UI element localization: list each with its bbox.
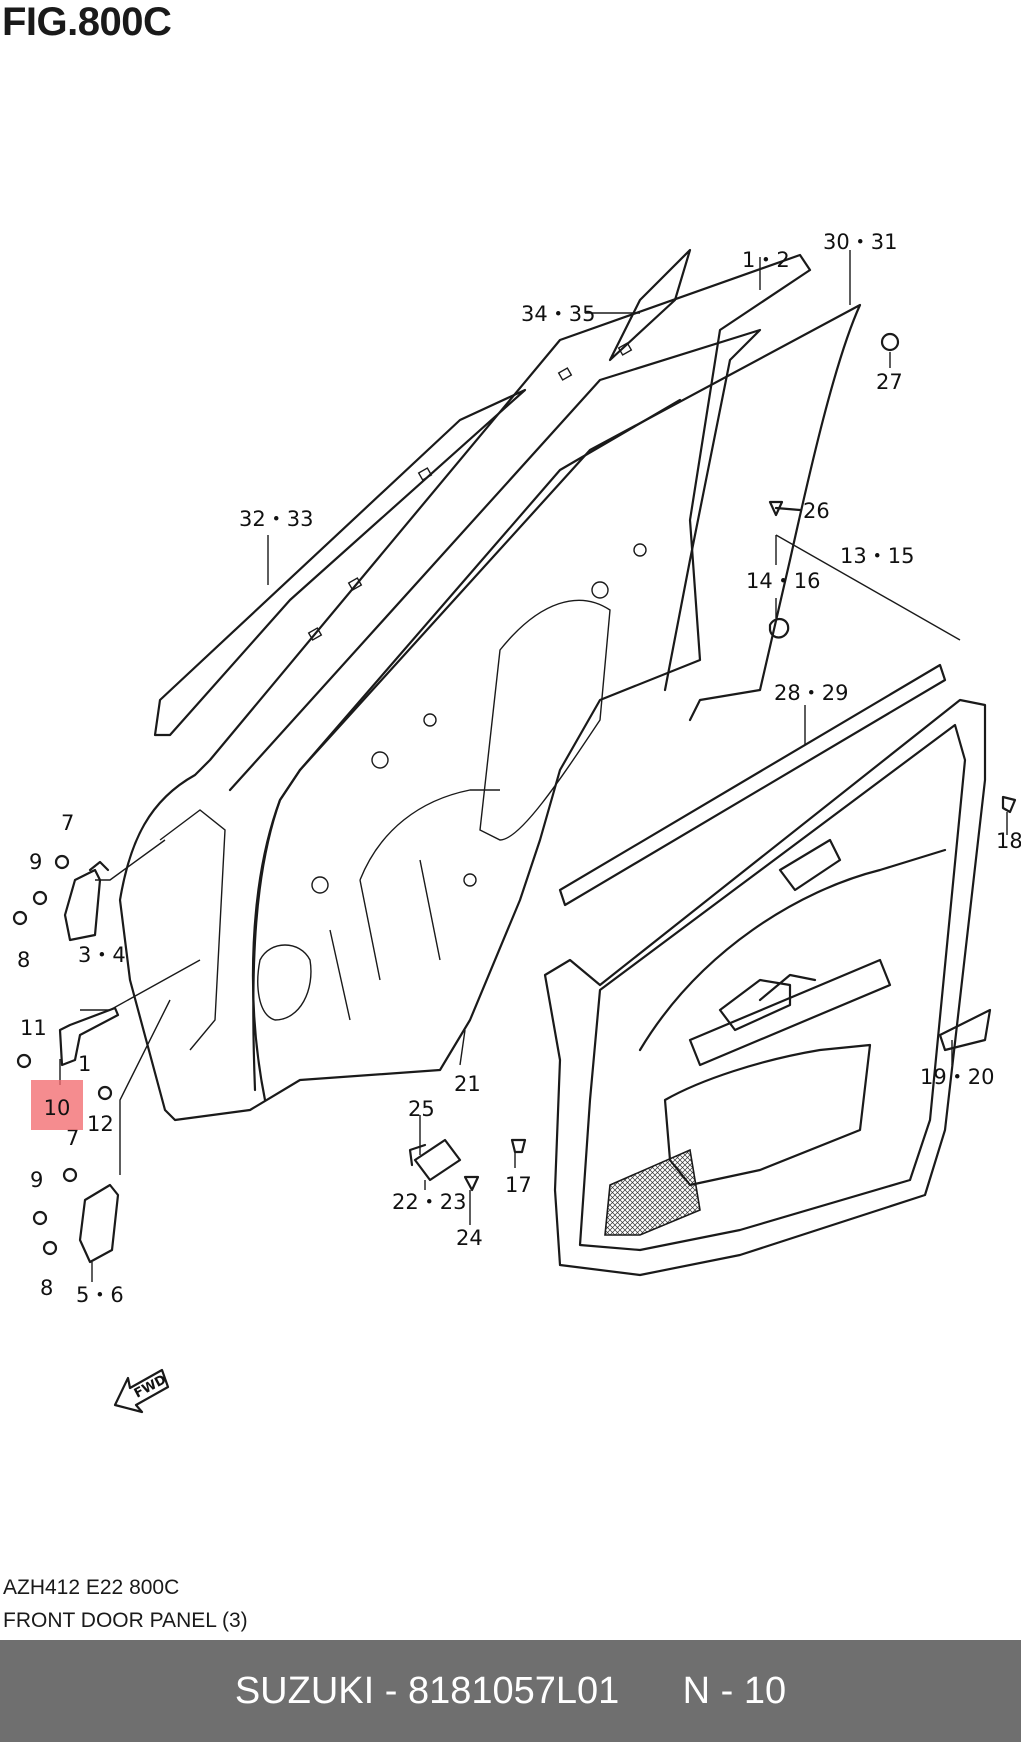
callout-1-2: 1・2 bbox=[742, 248, 790, 272]
callout-17: 17 bbox=[505, 1173, 532, 1197]
callout-13-15: 13・15 bbox=[840, 544, 914, 568]
highlighted-part-label[interactable]: 10 bbox=[43, 1096, 71, 1120]
door-trim-panel bbox=[543, 698, 987, 1277]
highlighted-part-marker[interactable] bbox=[31, 1080, 83, 1130]
door-weatherstrip bbox=[251, 303, 862, 1102]
fastener-27 bbox=[880, 332, 900, 352]
callout-14-16: 14・16 bbox=[746, 569, 820, 593]
callout-19-20: 19・20 bbox=[920, 1065, 994, 1089]
callout-1: 1 bbox=[78, 1052, 91, 1076]
footer-brand: SUZUKI bbox=[234, 1670, 375, 1712]
callout-7-bottom: 7 bbox=[66, 1126, 79, 1150]
callout-12: 12 bbox=[87, 1112, 114, 1136]
fastener-14-16 bbox=[768, 617, 790, 639]
diagram-name: FRONT DOOR PANEL (3) bbox=[3, 1609, 248, 1632]
fastener-24 bbox=[463, 1175, 480, 1192]
latch-clip-22-23 bbox=[408, 1138, 462, 1182]
door-inner-panel bbox=[118, 253, 812, 1122]
callout-32-33: 32・33 bbox=[239, 507, 313, 531]
callout-9-bottom: 9 bbox=[30, 1168, 43, 1192]
callout-labels: 1・2 30・31 34・35 27 26 32・33 13・15 14・16 … bbox=[17, 230, 1021, 1307]
callout-24: 24 bbox=[456, 1226, 483, 1250]
lower-hinge-5-6 bbox=[78, 1183, 120, 1264]
leader-lines bbox=[59, 250, 1008, 1282]
outer-door-sash bbox=[153, 388, 527, 737]
window-molding-strip bbox=[608, 248, 692, 362]
fastener-26 bbox=[768, 500, 802, 517]
diagram-code: AZH412 E22 800C bbox=[3, 1576, 180, 1599]
trim-clip-bracket bbox=[938, 1008, 992, 1052]
callout-9-top: 9 bbox=[29, 850, 42, 874]
belt-molding bbox=[558, 663, 947, 907]
callout-8-top: 8 bbox=[17, 948, 30, 972]
figure-title: FIG.800C bbox=[2, 0, 172, 44]
callout-8-bottom: 8 bbox=[40, 1276, 53, 1300]
footer-text: SUZUKI - 8181057L01 N - 10 bbox=[234, 1670, 787, 1712]
fastener-18 bbox=[1001, 795, 1017, 814]
bolts bbox=[12, 854, 113, 1256]
footer-bar: SUZUKI - 8181057L01 N - 10 bbox=[0, 1640, 1021, 1742]
callout-27: 27 bbox=[876, 370, 903, 394]
callout-11: 11 bbox=[20, 1016, 47, 1040]
callout-30-31: 30・31 bbox=[823, 230, 897, 254]
callout-22-23: 22・23 bbox=[392, 1190, 466, 1214]
callout-3-4: 3・4 bbox=[78, 943, 126, 967]
footer-part-number: 8181057L01 bbox=[407, 1670, 620, 1712]
fwd-arrow-icon: FWD bbox=[113, 1368, 170, 1414]
callout-18: 18 bbox=[996, 829, 1021, 853]
callout-34-35: 34・35 bbox=[521, 302, 595, 326]
callout-7-top: 7 bbox=[61, 811, 74, 835]
callout-26: 26 bbox=[803, 499, 830, 523]
footer-position: N - 10 bbox=[682, 1670, 787, 1712]
callout-25: 25 bbox=[408, 1097, 435, 1121]
callout-5-6: 5・6 bbox=[76, 1283, 124, 1307]
fastener-17 bbox=[510, 1138, 527, 1154]
callout-28-29: 28・29 bbox=[774, 681, 848, 705]
upper-hinge-3-4 bbox=[63, 860, 110, 942]
door-check-strap-10 bbox=[58, 1006, 120, 1067]
callout-21: 21 bbox=[454, 1072, 481, 1096]
